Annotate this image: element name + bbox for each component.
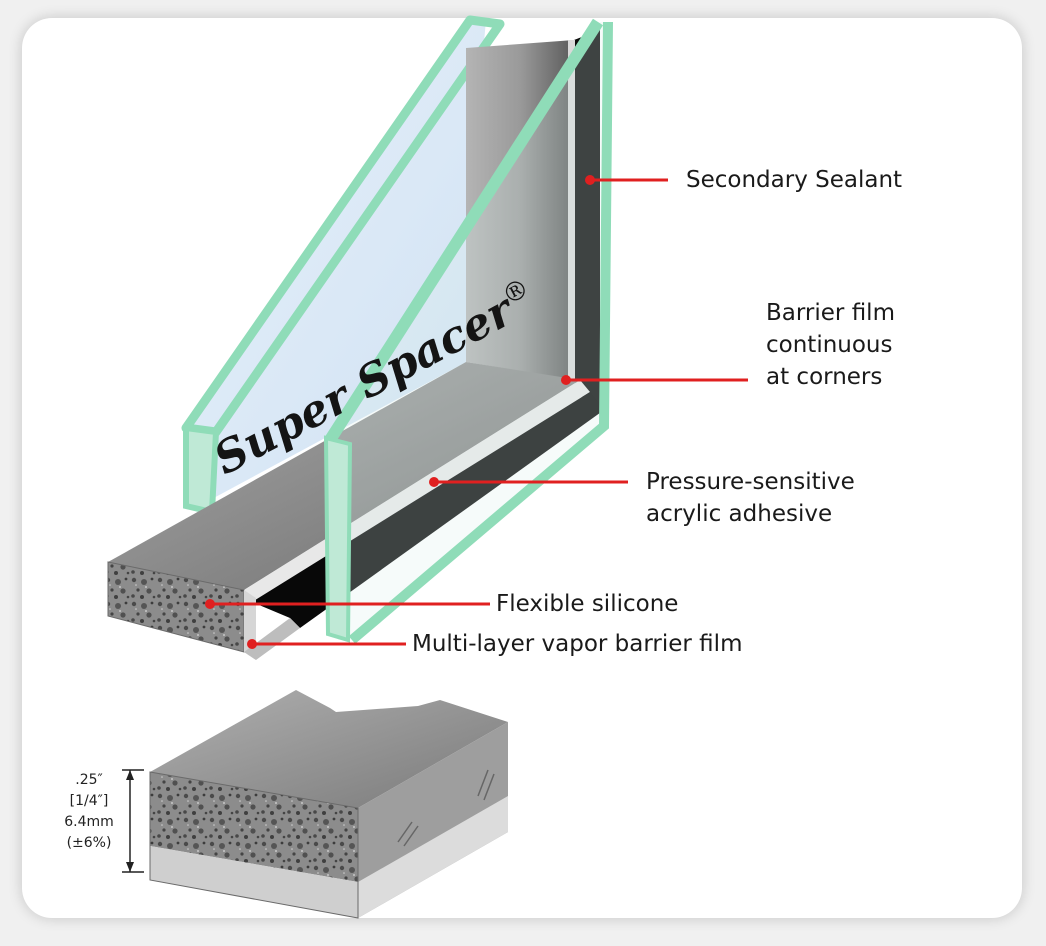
spacer-back-wall — [466, 40, 574, 380]
label-barrier-film-line2: continuous — [766, 332, 893, 358]
front-glass-pane — [330, 22, 612, 640]
label-barrier-film: Barrier film continuous at corners — [766, 297, 895, 393]
label-adhesive-line1: Pressure-sensitive — [646, 469, 855, 495]
label-barrier-film-line1: Barrier film — [766, 300, 895, 326]
label-vapor-barrier: Multi-layer vapor barrier film — [412, 631, 743, 657]
dimension-mm: 6.4mm — [64, 814, 114, 830]
label-flexible-silicone: Flexible silicone — [496, 591, 679, 617]
callout-dot-barrier-film — [561, 375, 571, 385]
label-barrier-film-line3: at corners — [766, 364, 883, 390]
label-adhesive: Pressure-sensitive acrylic adhesive — [646, 466, 855, 530]
callout-dot-adhesive — [429, 477, 439, 487]
dimension-fraction: [1/4″] — [69, 793, 109, 809]
callout-dot-secondary-sealant — [585, 175, 595, 185]
dimension-inches: .25″ — [75, 772, 103, 788]
secondary-sealant-vertical — [574, 30, 600, 410]
callout-dot-silicone — [205, 599, 215, 609]
dimension-line — [122, 769, 144, 873]
dimension-tolerance: (±6%) — [66, 835, 112, 851]
callout-dots — [205, 175, 595, 649]
label-adhesive-line2: acrylic adhesive — [646, 501, 833, 527]
callout-lines — [210, 178, 748, 646]
dimension-label: .25″ [1/4″] 6.4mm (±6%) — [54, 770, 124, 854]
callout-dot-vapor-barrier — [247, 639, 257, 649]
label-secondary-sealant: Secondary Sealant — [686, 167, 903, 193]
block-top-face — [150, 690, 508, 808]
foam-end-face — [108, 562, 244, 652]
